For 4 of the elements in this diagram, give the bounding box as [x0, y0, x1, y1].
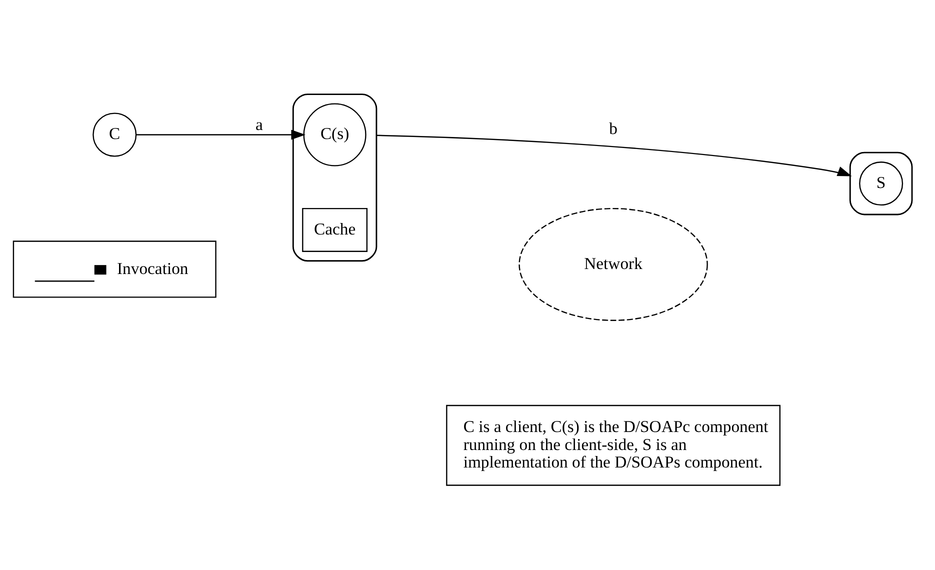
label: C is a client, C(s) is the D/SOAPc component running on the client-side, S is an implementation of the D/SOAPs component. [463, 416, 768, 472]
edge-label: b [609, 118, 618, 138]
edge-label: a [256, 115, 263, 134]
legend-label: Invocation [117, 259, 188, 278]
